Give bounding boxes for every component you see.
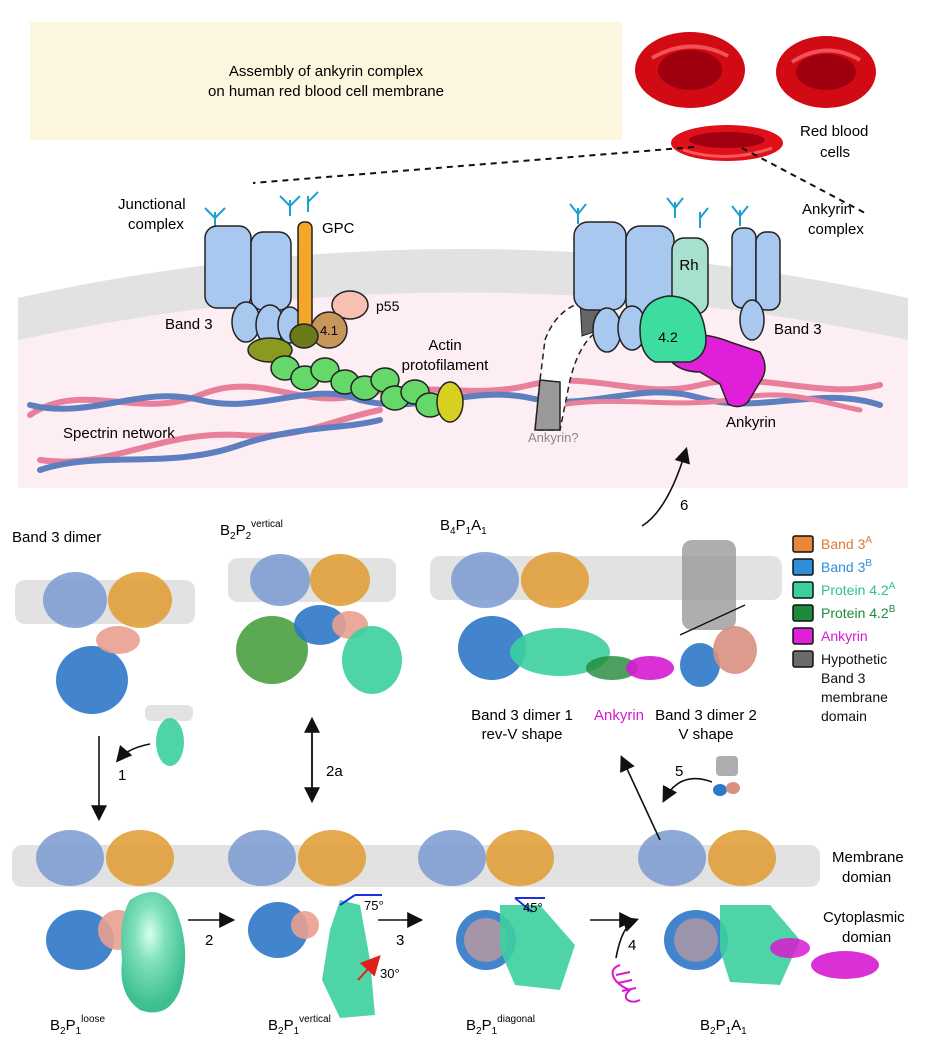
label-angle75: 75° (364, 898, 384, 913)
rbc-label-line2: cells (820, 144, 850, 161)
label-b2p1-diagonal: B2P1diagonal (466, 1014, 535, 1037)
legend: Band 3A Band 3B Protein 4.2A Protein 4.2B An… (792, 535, 896, 724)
legend-label: Band 3A (821, 535, 872, 552)
label-dimer-ankyrin: Ankyrin (594, 707, 644, 724)
panel-b2p1a1 (638, 830, 879, 985)
label-angle30: 30° (380, 966, 400, 981)
title-box (30, 22, 622, 140)
label-p55: p55 (376, 298, 400, 314)
label-cyto-line2: domian (842, 929, 891, 946)
panel-b2p2-vertical (228, 554, 402, 694)
panel-band3-dimer (15, 572, 195, 766)
legend-label: Ankyrin (821, 628, 868, 644)
label-ankyrin: Ankyrin (726, 414, 776, 431)
step-arrows (91, 446, 713, 959)
label-band3-left: Band 3 (165, 316, 213, 333)
legend-label: domain (821, 708, 867, 724)
legend-swatch (792, 604, 814, 622)
bottom-membrane-band (12, 845, 820, 887)
figure-title-line1: Assembly of ankyrin complex (229, 63, 424, 80)
label-membrane-line1: Membrane (832, 849, 904, 866)
legend-swatch (792, 535, 814, 553)
label-actin-line2: protofilament (402, 357, 490, 374)
legend-label: Protein 4.2A (821, 581, 896, 598)
step-4: 4 (628, 937, 636, 954)
step-5: 5 (675, 763, 683, 780)
label-dimer1-line2: rev-V shape (482, 726, 563, 743)
label-ankyrin-complex-line1: Ankyrin (802, 201, 852, 218)
step5-insert (713, 756, 740, 796)
legend-swatch (792, 650, 814, 668)
zoom-line-left (252, 146, 695, 184)
figure-title-line2: on human red blood cell membrane (208, 83, 444, 100)
label-dimer2-line2: V shape (678, 726, 733, 743)
panel-b2p1-vertical (228, 830, 382, 1018)
legend-label: Band 3B (821, 558, 872, 575)
panel-b4p1a1 (430, 540, 782, 687)
step-1: 1 (118, 767, 126, 784)
label-spectrin: Spectrin network (63, 425, 175, 442)
step-6: 6 (680, 497, 688, 514)
label-b2p1a1: B2P1A1 (700, 1017, 747, 1037)
panel-b2p1-diagonal (418, 830, 575, 990)
label-ankyrin-question: Ankyrin? (528, 430, 579, 445)
legend-label: membrane (821, 689, 888, 705)
label-junctional-line2: complex (128, 216, 184, 233)
step-2a: 2a (326, 763, 343, 780)
legend-label: Protein 4.2B (821, 604, 896, 621)
ankyrin-coil (611, 964, 641, 1003)
ankyrin-complex (534, 197, 781, 431)
label-rh: Rh (679, 257, 698, 274)
step-2: 2 (205, 932, 213, 949)
label-dimer1-line1: Band 3 dimer 1 (471, 707, 573, 724)
step-3: 3 (396, 932, 404, 949)
label-actin-line1: Actin (428, 337, 461, 354)
label-angle45: 45° (523, 900, 543, 915)
label-membrane-line2: domian (842, 869, 891, 886)
label-protein42: 4.2 (658, 329, 678, 345)
legend-swatch (792, 627, 814, 645)
junctional-complex (204, 191, 464, 423)
label-band3-dimer: Band 3 dimer (12, 529, 101, 546)
label-gpc: GPC (322, 220, 355, 237)
label-junctional-line1: Junctional (118, 196, 186, 213)
rbc-label-line1: Red blood (800, 123, 868, 140)
label-b4p1a1: B4P1A1 (440, 517, 487, 537)
label-b2p1-vertical: B2P1vertical (268, 1014, 331, 1037)
label-ankyrin-complex-line2: complex (808, 221, 864, 238)
label-dimer2-line1: Band 3 dimer 2 (655, 707, 757, 724)
red-blood-cells (635, 32, 876, 161)
label-band3-right: Band 3 (774, 321, 822, 338)
label-b2p2-vertical: B2P2vertical (220, 519, 283, 542)
panel-b2p1-loose (36, 830, 186, 1013)
legend-label: Band 3 (821, 670, 866, 686)
label-cyto-line1: Cytoplasmic (823, 909, 905, 926)
zoom-line-right (741, 147, 866, 214)
legend-label: Hypothetic (821, 651, 887, 667)
label-b2p1-loose: B2P1loose (50, 1014, 106, 1037)
legend-swatch (792, 581, 814, 599)
label-protein41: 4.1 (320, 323, 338, 338)
legend-swatch (792, 558, 814, 576)
